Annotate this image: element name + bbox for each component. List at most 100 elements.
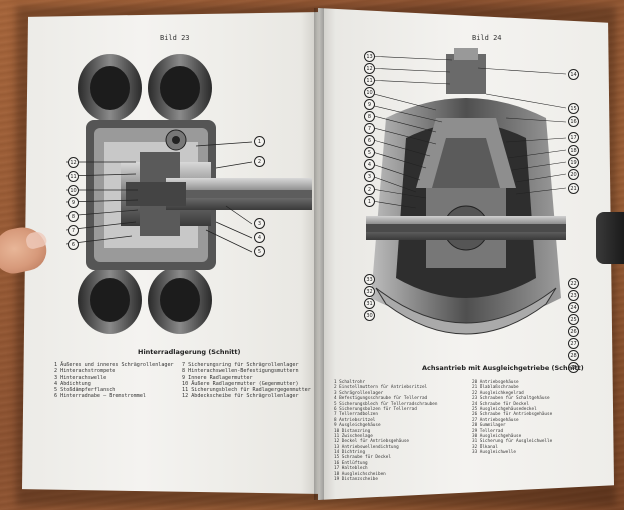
legend-item: 7 Tellerradbolzen [334, 412, 378, 418]
callout-1: 1 [364, 196, 375, 207]
callout-4: 4 [364, 159, 375, 170]
callout-16: 16 [568, 116, 579, 127]
legend-column-1: 1 Äußeres und inneres Schrägrollenlager … [54, 362, 174, 400]
callout-23: 23 [568, 290, 579, 301]
right-page: Bild 24 [318, 8, 614, 500]
legend-item: 25 Ausgleichgehäusedeckel [472, 406, 537, 412]
wheel-bearing-cross-section-diagram [66, 54, 312, 334]
callout-2: 2 [254, 156, 265, 167]
callout-4: 4 [254, 232, 265, 243]
callout-24: 24 [568, 302, 579, 313]
legend-item: 32 Ölkanal [472, 444, 498, 450]
legend-item: 13 Antriebswellendichtung [334, 444, 399, 450]
legend-item: 7 Sicherungsring für Schrägrollenlager [182, 362, 299, 368]
legend-item: 21 Ölablaßschraube [472, 385, 519, 391]
legend-item: 5 Stoßdämpferflansch [54, 387, 116, 394]
legend-item: 1 Äußeres und inneres Schrägrollenlager [54, 362, 174, 368]
legend-item: 30 Ausgleichgehäuse [472, 433, 522, 439]
legend-item: 17 Halteblech [334, 466, 368, 472]
callout-3: 3 [254, 218, 265, 229]
callout-12: 12 [68, 157, 79, 168]
legend-item: 9 Ausgleichgehäuse [334, 423, 381, 429]
legend-item: 2 Hinterachstrompete [54, 368, 116, 375]
callout-3: 3 [364, 171, 375, 182]
callout-11: 11 [364, 75, 375, 86]
legend-item: 20 Antriebsgehäuse [472, 380, 519, 385]
callout-28: 28 [568, 350, 579, 361]
callout-6: 6 [364, 135, 375, 146]
legend-item: 11 Sicherungsblech für Radlagergegenmutt… [182, 387, 311, 394]
figure-number: Bild 23 [160, 34, 190, 42]
callout-10: 10 [68, 185, 79, 196]
callout-18: 18 [568, 145, 579, 156]
legend-item: 31 Sicherung für Ausgleichwelle [472, 439, 553, 445]
legend-item: 3 Schrägrollenlager [334, 390, 384, 396]
legend-item: 6 Hinterradnabe — Bremstrommel [54, 393, 147, 400]
left-page: Bild 23 [22, 12, 322, 494]
callout-14: 14 [568, 69, 579, 80]
legend-item: 33 Ausgleichwelle [472, 450, 516, 456]
legend-item: 16 Entlüftung [334, 460, 368, 466]
legend-item: 2 Einstellmuttern für Antriebsritzel [334, 385, 428, 391]
legend-item: 29 Tellerrad [472, 428, 504, 434]
callout-5: 5 [254, 246, 265, 257]
book-spine [314, 8, 324, 500]
callout-8: 8 [68, 211, 79, 222]
legend-item: 4 Abdichtung [54, 380, 91, 387]
callout-1: 1 [254, 136, 265, 147]
legend-item: 28 Gummilager [472, 423, 506, 429]
callout-10: 10 [364, 87, 375, 98]
callout-12: 12 [364, 63, 375, 74]
callout-15: 15 [568, 103, 579, 114]
legend-item: 24 Schraube für Deckel [472, 401, 529, 407]
legend-item: 6 Sicherungsbolzen für Tellerrad [334, 406, 417, 412]
figure-caption-title: Achsantrieb mit Ausgleichgetriebe (Schni… [422, 364, 584, 372]
callout-7: 7 [364, 123, 375, 134]
callout-32: 32 [364, 286, 375, 297]
legend-item: 9 Innere Radlagermutter [182, 374, 253, 381]
legend-item: 8 Antriebsritzel [334, 417, 376, 423]
legend-item: 8 Hinterachswellen-Befestigungsmuttern [182, 368, 299, 375]
legend-item: 26 Schraube für Antriebsgehäuse [472, 412, 553, 418]
callout-20: 20 [568, 169, 579, 180]
differential-cross-section-diagram [366, 48, 566, 335]
figure-caption-title: Hinterradlagerung (Schnitt) [138, 348, 241, 356]
legend-item: 1 Schaltrohr [334, 380, 366, 385]
legend-item: 11 Zwischenlage [334, 433, 373, 439]
callout-19: 19 [568, 157, 579, 168]
callout-30: 30 [364, 310, 375, 321]
callout-27: 27 [568, 338, 579, 349]
legend-column-2: 20 Antriebsgehäuse 21 Ölablaßschraube 22… [472, 380, 552, 455]
callout-31: 31 [364, 298, 375, 309]
legend-item: 23 Schrauben für Schaltgehäuse [472, 396, 550, 402]
legend-item: 15 Schraube für Deckel [334, 455, 391, 461]
legend-column-2: 7 Sicherungsring für Schrägrollenlager 8… [182, 362, 311, 400]
legend-column-1: 1 Schaltrohr 2 Einstellmuttern für Antri… [334, 380, 437, 482]
callout-9: 9 [364, 99, 375, 110]
callout-26: 26 [568, 326, 579, 337]
callout-5: 5 [364, 147, 375, 158]
callout-21: 21 [568, 183, 579, 194]
legend-item: 12 Deckel für Antriebsgehäuse [334, 439, 410, 445]
callout-9: 9 [68, 197, 79, 208]
callout-17: 17 [568, 132, 579, 143]
legend-item: 4 Befestigungsschraube für Tellerrad [334, 396, 428, 402]
callout-6: 6 [68, 239, 79, 250]
callout-2: 2 [364, 184, 375, 195]
legend-item: 12 Abdeckscheibe für Schrägrollenlager [182, 393, 299, 400]
legend-item: 5 Sicherungsblech für Tellerradschrauben [334, 401, 438, 407]
callout-11: 11 [68, 171, 79, 182]
figure-number: Bild 24 [472, 34, 502, 42]
legend-item: 18 Ausgleichscheiben [334, 471, 386, 477]
callout-22: 22 [568, 278, 579, 289]
legend-item: 10 Distanzring [334, 428, 371, 434]
book-clip [596, 212, 624, 264]
legend-item: 22 Ausgleichkegelrad [472, 390, 524, 396]
callout-13: 13 [364, 51, 375, 62]
callout-33: 33 [364, 274, 375, 285]
callout-25: 25 [568, 314, 579, 325]
legend-item: 10 Äußere Radlagermutter (Gegenmutter) [182, 380, 299, 387]
legend-item: 19 Distanzscheibe [334, 477, 378, 483]
legend-item: 27 Antriebsgehäuse [472, 417, 519, 423]
legend-item: 3 Hinterachswelle [54, 374, 107, 381]
